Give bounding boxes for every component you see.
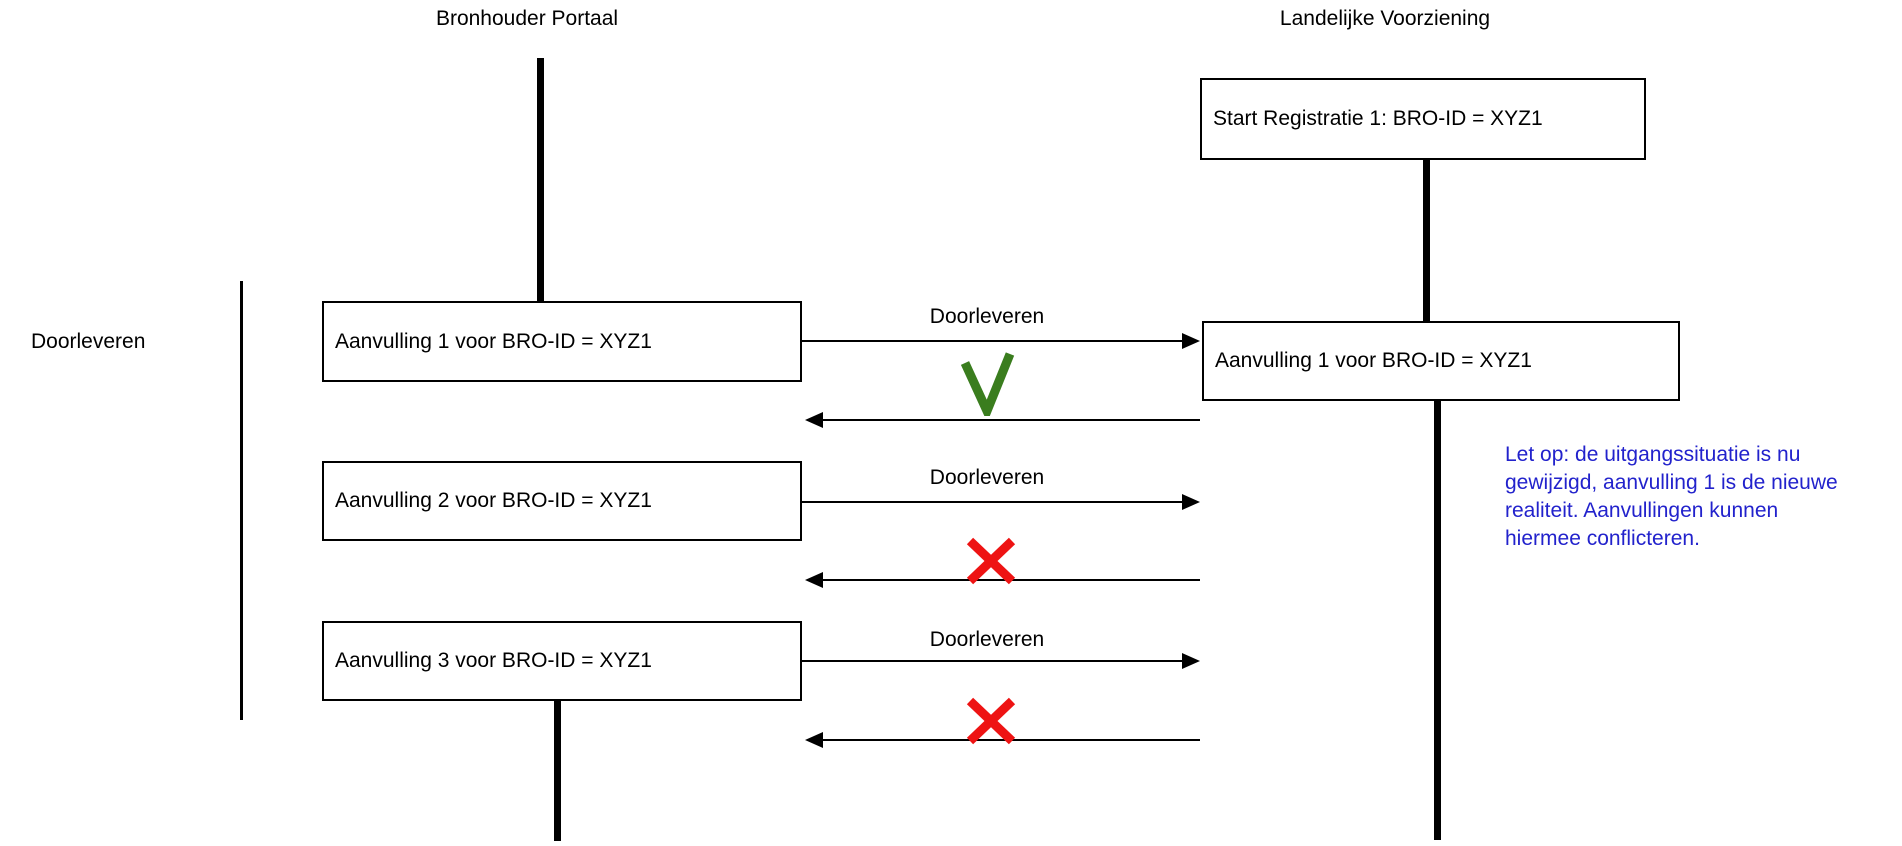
actor-title-bronhouder-portaal: Bronhouder Portaal [435,7,619,30]
box-aanvulling-1-right: Aanvulling 1 voor BRO-ID = XYZ1 [1202,321,1680,401]
failure-cross-icon [966,697,1016,750]
lifeline-bronhouder-top [537,58,544,301]
box-aanvulling-3-left: Aanvulling 3 voor BRO-ID = XYZ1 [322,621,802,701]
note-line-2: gewijzigd, aanvulling 1 is de nieuwe [1505,471,1838,494]
lifeline-landelijke-bottom [1434,400,1441,840]
message-1-label: Doorleveren [929,305,1045,328]
note-line-3: realiteit. Aanvullingen kunnen [1505,499,1779,522]
message-3-label: Doorleveren [929,628,1045,651]
message-2-arrow-right [802,494,1200,510]
message-1-arrow-return [805,412,1200,428]
box-aanvulling-1-left: Aanvulling 1 voor BRO-ID = XYZ1 [322,301,802,382]
note-line-1: Let op: de uitgangssituatie is nu [1505,443,1801,466]
note-line-4: hiermee conflicteren. [1505,527,1700,550]
success-check-icon [958,350,1016,423]
box-aanvulling-1-right-text: Aanvulling 1 voor BRO-ID = XYZ1 [1215,349,1532,372]
message-1-arrow-right [802,333,1200,349]
message-2-label: Doorleveren [929,466,1045,489]
lifeline-bronhouder-bottom [554,700,561,841]
box-aanvulling-1-left-text: Aanvulling 1 voor BRO-ID = XYZ1 [335,329,652,353]
box-start-registratie: Start Registratie 1: BRO-ID = XYZ1 [1200,78,1646,160]
failure-cross-icon [966,537,1016,590]
box-aanvulling-2-left: Aanvulling 2 voor BRO-ID = XYZ1 [322,461,802,541]
message-3-arrow-right [802,653,1200,669]
group-label-doorleveren: Doorleveren [31,330,146,353]
box-aanvulling-2-left-text: Aanvulling 2 voor BRO-ID = XYZ1 [335,489,652,512]
box-aanvulling-3-left-text: Aanvulling 3 voor BRO-ID = XYZ1 [335,649,652,672]
group-bracket-line [240,281,243,720]
note-uitgangssituatie: Let op: de uitgangssituatie is nu gewijz… [1505,441,1902,553]
lifeline-landelijke-top [1423,160,1430,321]
actor-title-landelijke-voorziening: Landelijke Voorziening [1279,7,1491,30]
box-start-registratie-text: Start Registratie 1: BRO-ID = XYZ1 [1213,107,1543,130]
